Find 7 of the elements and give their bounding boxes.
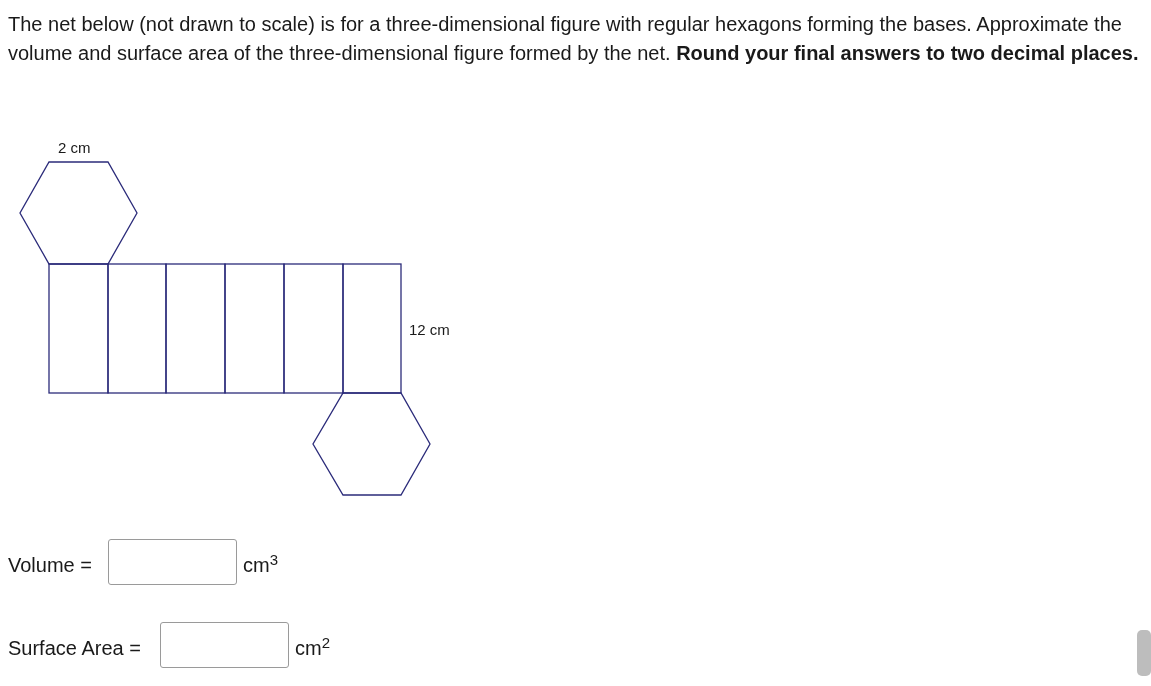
field-label: Volume = (8, 553, 92, 578)
field-label: Surface Area = (8, 636, 141, 661)
unit-label: cm$^{2}$ (295, 633, 330, 661)
unit-label: cm$^{3}$ (243, 550, 278, 578)
dimension-label: 2 cm (58, 138, 91, 158)
question-text: The net below (not drawn to scale) is for a three-dimensional figure with regular hexagons forming the bases. Approximate the volume and surface area of the three-dimensional figure formed by the net. Round your final answers to two decimal places. (8, 12, 1140, 66)
dimension-label: 12 cm (409, 320, 450, 340)
